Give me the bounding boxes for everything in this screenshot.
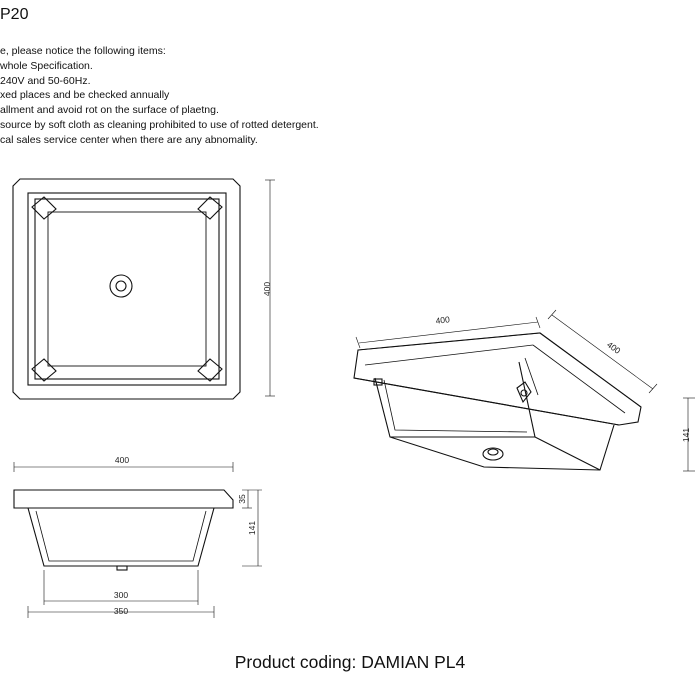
iso-flange-inner [532,344,626,414]
side-view-body-inner [35,510,207,562]
iso-center-screw-icon [482,447,504,461]
corner-bracket-icon [197,358,223,382]
iso-corner-rib [524,357,539,396]
notice-line-5: allment and avoid rot on the surface of … [0,104,219,117]
iso-bracket-screw [520,389,528,397]
side-width-label: 400 [115,455,129,465]
top-view-rim [27,192,227,386]
iso-flange-edge [353,377,620,426]
notice-line-3: 240V and 50-60Hz. [0,74,91,87]
iso-body-corner [518,361,536,438]
side-base-width-label: 350 [114,606,128,616]
side-view-body [27,507,215,567]
clip-icon [373,378,383,386]
iso-body-outline [374,377,615,471]
iso-flange-side [539,332,642,408]
iso-flange [353,332,642,426]
iso-flange-inner [364,344,534,366]
dim-ext-line [535,316,541,329]
model-code: P20 [0,6,29,23]
top-view-outline [12,178,241,400]
notice-line-1: e, please notice the following items: [0,45,166,57]
top-view-inner-rim [34,198,220,380]
iso-width-label: 400 [435,314,451,326]
side-view-flange [13,489,234,509]
dim-ext-line [355,336,361,349]
side-flange-label: 35 [237,494,247,504]
dim-ext-line [547,309,557,320]
notice-line-4: xed places and be checked annually [0,89,170,102]
corner-bracket-icon [197,196,223,220]
corner-bracket-icon [31,358,57,382]
side-view-screw-icon [116,565,128,571]
dim-ext-line [648,383,658,394]
notice-line-7: cal sales service center when there are … [0,133,258,146]
side-inner-width-label: 300 [114,590,128,600]
top-view-basin [47,211,207,367]
corner-bracket-icon [31,196,57,220]
iso-body-edge [534,436,601,471]
top-view-height-label: 400 [262,282,272,296]
center-screw-icon [109,274,133,298]
notice-line-6: source by soft cloth as cleaning prohibi… [0,118,319,131]
notice-list: e, please notice the following items: wh… [0,44,319,148]
center-screw-inner [115,280,127,292]
isometric-view [353,309,695,472]
dim-line-iso-width [358,321,539,344]
side-height-label: 141 [247,521,257,535]
iso-center-screw-inner [487,448,499,456]
side-view [13,462,262,618]
dim-line-iso-depth [551,314,654,390]
iso-depth-label: 400 [605,339,623,356]
iso-bracket-icon [516,381,532,404]
notice-line-2: whole Specification. [0,59,93,72]
product-code-label: Product coding: DAMIAN PL4 [234,652,466,672]
iso-body-inner [383,379,528,433]
top-view [12,178,275,400]
iso-height-label: 141 [681,428,691,442]
iso-flange-top [357,332,541,351]
